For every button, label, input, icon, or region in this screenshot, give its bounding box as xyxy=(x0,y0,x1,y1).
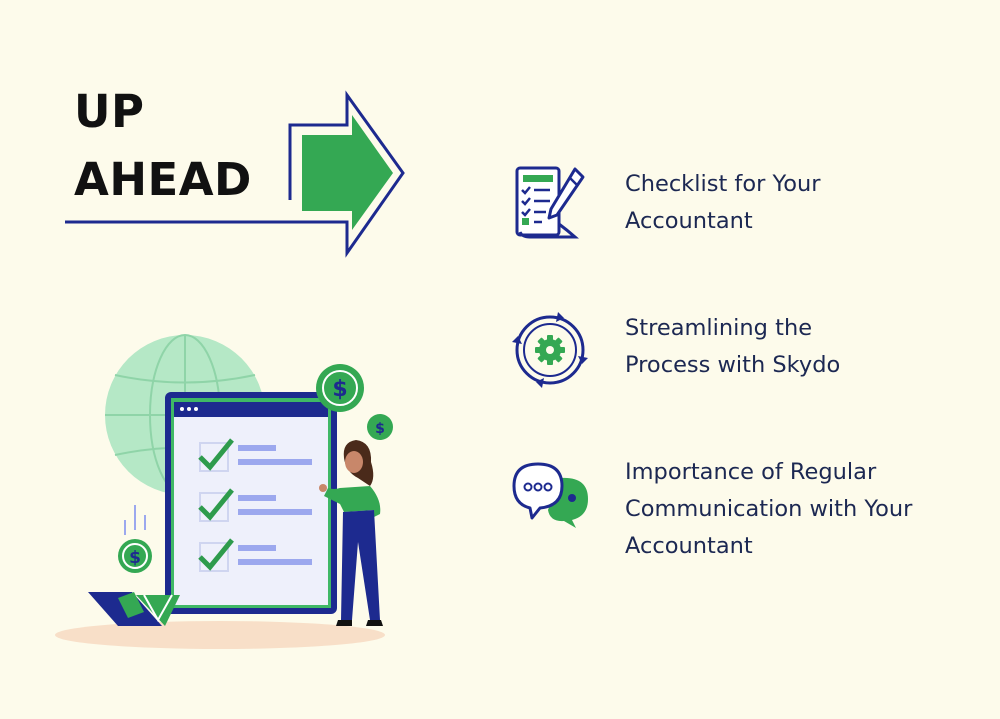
svg-text:$: $ xyxy=(332,377,347,402)
dollar-coin-falling: $ xyxy=(118,505,152,573)
heading: UP AHEAD xyxy=(74,78,252,214)
gear-cycle-icon xyxy=(512,312,588,388)
floor-shadow xyxy=(55,621,385,649)
agenda-item-label: Streamlining the Process with Skydo xyxy=(625,315,841,378)
dollar-coin-small: $ xyxy=(367,414,393,440)
chat-bubbles-icon xyxy=(512,462,588,528)
dollar-coin-large: $ xyxy=(316,364,364,412)
checklist-rows xyxy=(198,438,312,572)
wallet-graphic xyxy=(88,592,180,626)
checklist-document-icon xyxy=(515,166,585,239)
svg-text:$: $ xyxy=(375,421,385,437)
svg-text:$: $ xyxy=(129,548,141,568)
accountant-checklist-illustration: $ $ $ xyxy=(55,334,393,649)
agenda-item-label: Checklist for Your Accountant xyxy=(625,171,821,234)
tablet-screen xyxy=(165,392,337,614)
agenda-list: Checklist for Your Accountant xyxy=(510,0,980,719)
right-arrow-graphic xyxy=(65,90,405,258)
heading-line-2: AHEAD xyxy=(74,153,252,206)
agenda-item-label: Importance of Regular Communication with… xyxy=(625,459,913,559)
heading-line-1: UP xyxy=(74,85,145,138)
arrow-outline xyxy=(65,90,405,258)
arrow-green-fill xyxy=(302,115,393,230)
woman-figure xyxy=(319,440,383,626)
